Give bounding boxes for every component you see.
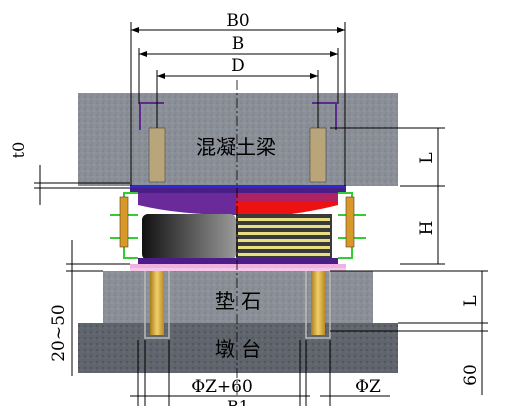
dimension-phi-z-60: ΦZ+60 [130, 340, 310, 406]
label-b: B [232, 34, 245, 54]
beam-anchor-right [309, 127, 327, 183]
beam-anchor-left [148, 127, 166, 183]
dimension-b0: B0 [130, 11, 346, 186]
upper-bearing-left [138, 193, 236, 215]
dimension-l-bottom: L [330, 270, 488, 332]
label-60: 60 [461, 364, 481, 386]
label-phi-z: ΦZ [355, 377, 381, 397]
label-b1: B1 [227, 397, 249, 406]
label-phi-z-60: ΦZ+60 [191, 377, 253, 397]
beam-label: 混凝土梁 [196, 135, 276, 159]
label-l-top: L [417, 152, 437, 163]
bottom-plate [138, 258, 338, 264]
dimension-d: D [156, 56, 319, 128]
anchor-bolt-right [311, 271, 325, 335]
dimension-phi-z: ΦZ [305, 340, 390, 406]
label-t0: t0 [9, 142, 28, 159]
pier-label: 墩 台 [215, 337, 261, 361]
dimension-b: B [138, 34, 339, 104]
rubber-body-right [236, 214, 332, 260]
dimension-20-50: 20~50 [49, 240, 130, 376]
dimension-t0: t0 [9, 142, 130, 205]
pad-stone-label: 垫 石 [215, 289, 261, 313]
label-b0: B0 [226, 11, 249, 31]
pad-stone [103, 271, 373, 331]
dimension-60: 60 [398, 322, 488, 395]
pink-layer [130, 264, 346, 271]
label-h: H [417, 221, 437, 236]
top-plate [130, 185, 346, 193]
label-d: D [231, 56, 245, 76]
label-20-50: 20~50 [49, 304, 69, 362]
anchor-bolt-left [150, 271, 164, 335]
label-l-bottom: L [461, 295, 481, 306]
dimension-h: H [400, 186, 445, 265]
rubber-body-left [142, 214, 236, 260]
